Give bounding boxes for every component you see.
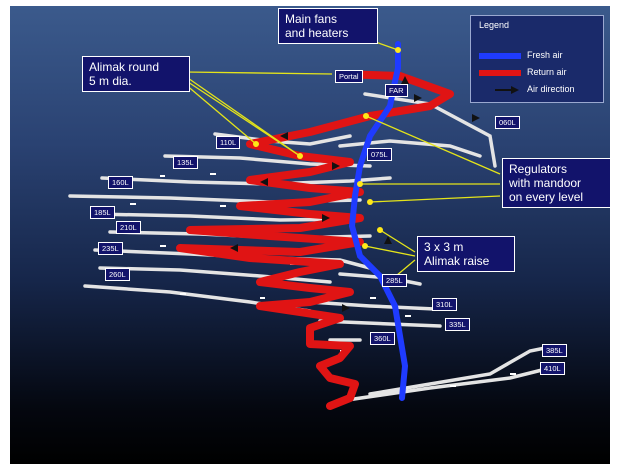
fresh-air-swatch xyxy=(479,53,521,59)
level-tag-075: 075L xyxy=(367,148,392,161)
legend-return-air-label: Return air xyxy=(527,67,567,77)
legend: Legend Fresh air Return air Air directio… xyxy=(470,15,604,103)
level-tag-235: 235L xyxy=(98,242,123,255)
legend-title: Legend xyxy=(479,20,510,30)
level-tag-160: 160L xyxy=(108,176,133,189)
level-tag-260: 260L xyxy=(105,268,130,281)
legend-return-air: Return air xyxy=(479,67,601,79)
level-tag-185: 185L xyxy=(90,206,115,219)
drift-060 xyxy=(363,92,497,168)
level-tag-335: 335L xyxy=(445,318,470,331)
level-tag-360: 360L xyxy=(370,332,395,345)
drift-335 xyxy=(318,319,442,328)
level-tag-285: 285L xyxy=(382,274,407,287)
level-tag-310: 310L xyxy=(432,298,457,311)
legend-air-direction-label: Air direction xyxy=(527,84,575,94)
level-tag-385: 385L xyxy=(542,344,567,357)
alimak-raise-callout: 3 x 3 m Alimak raise xyxy=(417,236,515,272)
drift-385 xyxy=(368,344,557,396)
level-tag-210: 210L xyxy=(116,221,141,234)
level-tag-410: 410L xyxy=(540,362,565,375)
drift-185 xyxy=(93,212,362,222)
mine-ventilation-diagram: Main fans and heaters Alimak round 5 m d… xyxy=(10,6,610,464)
level-tag-far: FAR xyxy=(385,84,408,97)
legend-fresh-air: Fresh air xyxy=(479,50,601,62)
level-tag-110: 110L xyxy=(216,136,241,149)
legend-fresh-air-label: Fresh air xyxy=(527,50,563,60)
mine-layout-drawing xyxy=(68,39,557,410)
level-tag-060: 060L xyxy=(495,116,520,129)
drift-160 xyxy=(100,176,392,186)
air-direction-arrows xyxy=(230,76,480,312)
drift-410 xyxy=(338,366,552,403)
alimak-round-callout: Alimak round 5 m dia. xyxy=(82,56,190,92)
callout-leaders xyxy=(184,39,501,282)
return-air-spiral xyxy=(176,70,454,410)
regulators-callout: Regulators with mandoor on every level xyxy=(502,158,610,208)
main-fans-callout: Main fans and heaters xyxy=(278,8,378,44)
level-tag-135: 135L xyxy=(173,156,198,169)
regulator-markers xyxy=(253,47,401,284)
arrow-icon xyxy=(495,86,519,94)
return-air-swatch xyxy=(479,70,521,76)
legend-air-direction: Air direction xyxy=(479,84,601,96)
drift-260 xyxy=(98,266,332,284)
drift-310 xyxy=(308,300,437,311)
level-tag-portal: Portal xyxy=(335,70,363,83)
drift-110 xyxy=(213,132,352,146)
